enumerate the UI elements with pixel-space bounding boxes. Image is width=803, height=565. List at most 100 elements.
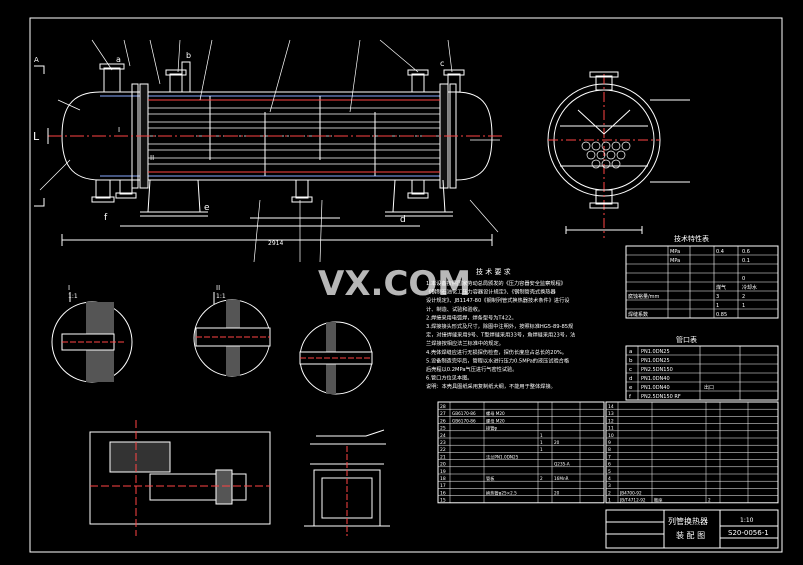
parts-list-no: 14 — [608, 404, 614, 410]
detail-view-II — [193, 292, 271, 377]
nozzle-label-e: e — [204, 203, 210, 213]
nozzle-table-cell: PN2.5DN150 — [641, 367, 673, 373]
parts-list-name: 鞍座 — [654, 497, 662, 504]
parts-list-qty: 1 — [540, 433, 543, 438]
overall-length-dim: 2914 — [268, 240, 283, 247]
title-block — [605, 509, 779, 549]
nozzle-table-cell: a — [629, 349, 632, 355]
parts-list-no: 1 — [608, 498, 611, 504]
detail-view-III — [299, 321, 373, 395]
parts-list-no: 20 — [440, 462, 446, 468]
nozzle-table-cell: b — [629, 358, 633, 364]
tech-table-cell: 1 — [742, 303, 745, 309]
watermark: VX.COM — [318, 264, 471, 304]
nozzle-table-cell: PN1.0DN25 — [641, 349, 670, 355]
requirements-lines: 1.本设备按照国家劳动总局颁发的《压力容器安全监察规程》《钢制石油化工压力容器设… — [426, 279, 575, 390]
nozzle-table-cell: e — [629, 385, 633, 391]
parts-list-name: 螺母 M20 — [486, 410, 505, 417]
parts-list-no: 5 — [608, 469, 611, 475]
title-name-line1: 列管换热器 — [668, 516, 708, 526]
requirement-line: 定，对接焊缝采用9号、T型焊缝采用33号，角焊缝采用23号，法 — [426, 331, 575, 339]
requirement-line: 1.本设备按照国家劳动总局颁发的《压力容器安全监察规程》 — [426, 279, 566, 287]
parts-list-code: GB6170-86 — [452, 418, 476, 423]
nozzle-table-title: 管口表 — [676, 335, 697, 344]
tech-table-cell: 0.4 — [716, 249, 724, 255]
parts-list-no: 6 — [608, 462, 611, 468]
requirement-line: 兰焊接按相应法兰标准中的规定。 — [426, 339, 504, 347]
parts-list-material: 16MnR — [554, 476, 569, 481]
parts-list-no: 11 — [608, 426, 614, 432]
parts-list-code: JB4700-92 — [619, 490, 642, 495]
tech-table-cell: MPa — [670, 258, 680, 264]
detail-view-I — [51, 292, 133, 383]
nozzle-table-cell: PN1.0DN40 — [641, 376, 670, 382]
parts-list-no: 24 — [440, 433, 446, 439]
tech-table-cell: 冷却水 — [742, 284, 757, 291]
saddle-support-detail — [304, 429, 390, 536]
parts-list-no: 12 — [608, 418, 614, 424]
parts-list-no: 15 — [440, 498, 446, 504]
tech-table-cell: 0.6 — [742, 249, 750, 255]
section-view — [547, 71, 690, 238]
parts-list-no: 26 — [440, 418, 446, 424]
tech-table-cell: 0.85 — [716, 312, 727, 318]
tech-table-cell: 0.1 — [742, 258, 750, 264]
parts-list-no: 3 — [608, 483, 611, 489]
nozzle-table-cell: PN1.0DN25 — [641, 358, 670, 364]
parts-list-no: 21 — [440, 454, 446, 460]
parts-list-qty: 1 — [540, 440, 543, 445]
parts-list-no: 23 — [440, 440, 446, 446]
parts-list-qty: 2 — [540, 476, 543, 481]
parts-list-no: 19 — [440, 469, 446, 475]
tech-table-cell: 焊缝系数 — [628, 311, 648, 318]
main-elevation-view — [34, 39, 505, 263]
title-name-line2: 装 配 图 — [676, 530, 705, 540]
detail-scale-1: 1:1 — [68, 293, 78, 300]
parts-list-name: 接管φ — [486, 425, 497, 432]
parts-list-code: JB/T4712-92 — [619, 498, 646, 503]
parts-list-material: 20 — [554, 440, 560, 445]
parts-list-qty: 1 — [540, 447, 543, 452]
tech-table-cell: 1 — [716, 303, 719, 309]
tech-table-cell: MPa — [670, 249, 680, 255]
tech-table-cell: 2 — [742, 294, 745, 300]
parts-list-name: 换热管φ25×2.5 — [486, 489, 517, 496]
flange-bolt-detail — [89, 420, 271, 536]
parts-list-no: 8 — [608, 447, 611, 453]
nozzle-label-c: c — [440, 59, 444, 68]
parts-list-code: GB6170-86 — [452, 411, 476, 416]
tech-table-cell: 0 — [742, 276, 745, 282]
nozzle-label-f: f — [104, 213, 108, 223]
parts-list-material: Q235-A — [554, 462, 570, 467]
parts-list-name: 管板 — [486, 475, 495, 482]
title-drawing-no: S20-0056-1 — [728, 529, 769, 537]
requirement-line: 5.设备制造完毕后，管程以水进行压力0.5MPa的液压试验合格 — [426, 356, 570, 364]
tech-table-cell: 3 — [716, 294, 719, 300]
parts-list-no: 25 — [440, 426, 446, 432]
detail-callout-I: I — [118, 126, 120, 134]
requirement-line: 2.焊接采用电弧焊，焊条型号为T422。 — [426, 313, 517, 321]
drawing-frame — [29, 17, 783, 553]
parts-list-no: 18 — [440, 476, 446, 482]
main-view-labels: 2914 a b c d e f A L I II — [33, 51, 444, 247]
requirement-line: 《钢制石油化工压力容器设计规定》、《钢制管壳式换热器 — [426, 288, 556, 296]
parts-list-no: 13 — [608, 411, 614, 417]
requirement-line: 说明：本壳具图纸采用复制纸大纲，不能用于整体焊接。 — [426, 382, 556, 390]
parts-list-material: 20 — [554, 490, 560, 495]
parts-list-no: 10 — [608, 433, 614, 439]
nozzle-table-cell: PN2.5DN150 RF — [641, 394, 681, 400]
length-label-L: L — [33, 130, 40, 143]
parts-list-no: 16 — [440, 490, 446, 496]
title-scale: 1:10 — [740, 517, 754, 524]
parts-list-name: 法兰PN1.0DN25 — [486, 453, 519, 460]
parts-list-no: 4 — [608, 476, 611, 482]
parts-list-qty: 2 — [708, 498, 711, 503]
nozzle-table-cell: d — [629, 376, 633, 382]
detail-callout-II: II — [150, 154, 154, 162]
detail-label-2: II — [216, 284, 220, 292]
tech-table-title: 技术特性表 — [674, 234, 709, 243]
